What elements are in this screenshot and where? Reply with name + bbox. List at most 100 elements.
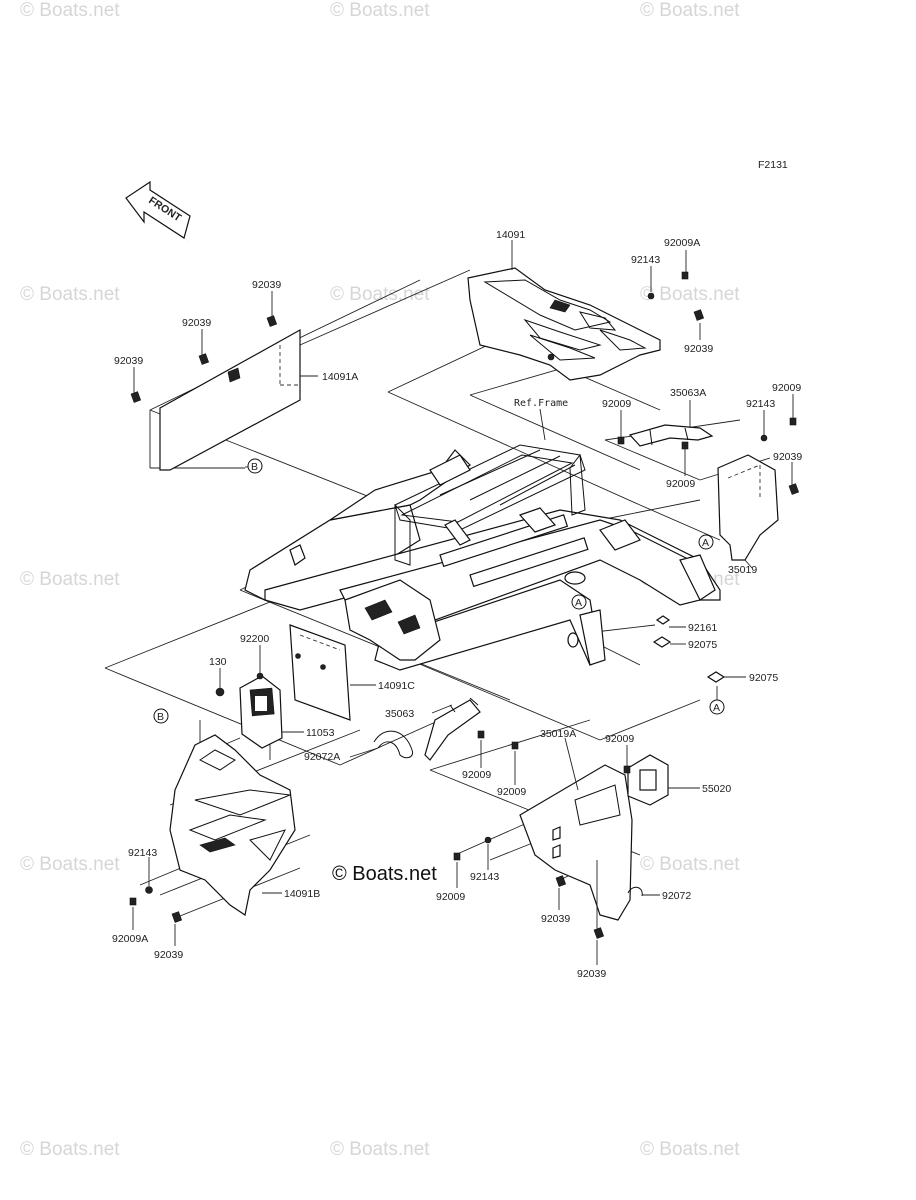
part-label: 35063 — [385, 708, 414, 720]
part-label: 92039 — [252, 279, 281, 291]
watermark: © Boats.net — [640, 1139, 740, 1160]
part-35019A-mudflap — [519, 764, 633, 921]
watermark: © Boats.net — [330, 0, 430, 21]
part-11053-bracket — [239, 675, 283, 749]
part-label: 92072 — [662, 890, 691, 902]
part-label: 92009 — [497, 786, 526, 798]
bolt-icon — [681, 441, 689, 450]
clip-icon — [652, 636, 672, 648]
bolt-icon — [617, 436, 625, 445]
watermark: © Boats.net — [640, 0, 740, 21]
part-label: 92009 — [462, 769, 491, 781]
part-label: 92143 — [470, 871, 499, 883]
part-label: 92039 — [577, 968, 606, 980]
watermark: © Boats.net — [20, 284, 120, 305]
frame-assembly — [244, 444, 721, 671]
watermark: © Boats.net — [20, 569, 120, 590]
part-35019-mudflap — [717, 454, 779, 561]
part-label: 92009 — [772, 382, 801, 394]
washer-icon — [655, 615, 671, 625]
part-35063A-bracket — [628, 424, 714, 447]
part-label: 92161 — [688, 622, 717, 634]
bolt-icon — [681, 271, 689, 280]
part-label: 92009 — [605, 733, 634, 745]
watermark: © Boats.net — [20, 0, 120, 21]
clip-icon — [706, 671, 726, 683]
part-label: 92009A — [664, 237, 700, 249]
bolt-icon — [789, 417, 797, 426]
callout-label: B — [157, 711, 164, 723]
part-label: 92039 — [182, 317, 211, 329]
part-label: 92143 — [746, 398, 775, 410]
part-label: 92039 — [114, 355, 143, 367]
callout-b-icon — [153, 708, 169, 724]
part-label: 92075 — [688, 639, 717, 651]
callout-a-icon — [571, 594, 587, 610]
bolt-130-icon — [215, 687, 225, 697]
part-label: 14091A — [322, 371, 358, 383]
nut-icon — [760, 434, 768, 442]
bolt-icon — [129, 897, 137, 906]
part-14091-panel — [467, 267, 661, 381]
watermark: © Boats.net — [640, 854, 740, 875]
part-label: 92039 — [541, 913, 570, 925]
bolt-icon — [623, 765, 631, 774]
part-label: 92039 — [154, 949, 183, 961]
screw-icon — [693, 309, 705, 321]
figure-id: F2131 — [758, 159, 788, 171]
part-label: 92072A — [304, 751, 340, 763]
watermark: © Boats.net — [640, 284, 740, 305]
screw-icon — [171, 911, 183, 923]
bolt-icon — [511, 741, 519, 750]
ref-frame-label: Ref.Frame — [514, 398, 568, 409]
part-14091A-panel — [159, 328, 301, 471]
part-label: 14091 — [496, 229, 525, 241]
part-label: 11053 — [306, 727, 335, 739]
part-55020-plate — [627, 754, 669, 806]
part-label: 92009A — [112, 933, 148, 945]
screw-icon — [198, 353, 210, 365]
callout-label: A — [575, 597, 582, 609]
watermark: © Boats.net — [20, 1139, 120, 1160]
watermark: © Boats.net — [330, 1139, 430, 1160]
part-label: 92039 — [684, 343, 713, 355]
nut-icon — [256, 672, 264, 680]
part-label: 35063A — [670, 387, 706, 399]
part-label: 14091C — [378, 680, 415, 692]
part-label: 55020 — [702, 783, 731, 795]
watermark: © Boats.net — [330, 284, 430, 305]
part-label: 35019A — [540, 728, 576, 740]
watermark: © Boats.net — [20, 854, 120, 875]
nut-icon — [145, 886, 153, 894]
part-label: 92009 — [666, 478, 695, 490]
part-92072A-band — [373, 730, 414, 759]
part-label: 92143 — [631, 254, 660, 266]
callout-label: A — [713, 702, 720, 714]
nut-icon — [647, 292, 655, 300]
bolt-icon — [453, 852, 461, 861]
screw-icon — [788, 483, 800, 495]
part-label: 130 — [209, 656, 227, 668]
part-label: 92200 — [240, 633, 269, 645]
clamp-icon — [627, 886, 643, 897]
screw-icon — [130, 391, 142, 403]
part-14091C-plate — [289, 624, 351, 721]
callout-a-icon — [698, 534, 714, 550]
part-label: 92009 — [602, 398, 631, 410]
screw-icon — [555, 875, 567, 887]
callout-b-icon — [247, 458, 263, 474]
screw-icon — [593, 927, 605, 939]
part-labels: 14091 92009A 92143 92039 92039 92039 920… — [112, 229, 802, 980]
part-label: 14091B — [284, 888, 320, 900]
callout-label: B — [251, 461, 258, 473]
callout-label: A — [702, 537, 709, 549]
part-label: 92075 — [749, 672, 778, 684]
nut-icon — [484, 836, 492, 844]
part-35063-bracket — [424, 697, 481, 761]
part-label: 92009 — [436, 891, 465, 903]
part-14091B-panel — [169, 734, 296, 916]
part-label: 35019 — [728, 564, 757, 576]
front-arrow-icon: FRONT — [125, 180, 191, 242]
part-label: 92039 — [773, 451, 802, 463]
